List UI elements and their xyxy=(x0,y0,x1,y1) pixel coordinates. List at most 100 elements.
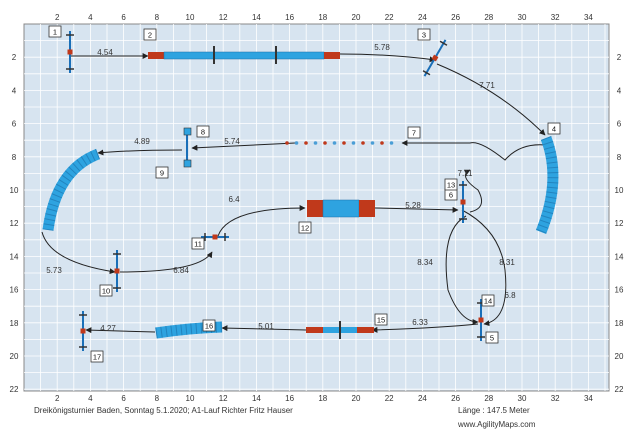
x-tick-top: 34 xyxy=(584,13,593,22)
x-tick-top: 24 xyxy=(418,13,427,22)
number-box-text: 1 xyxy=(53,28,57,37)
y-tick-left: 6 xyxy=(12,120,17,129)
obstacle-number-box: 6 xyxy=(444,188,458,201)
tire-post xyxy=(183,127,192,136)
weave-pole xyxy=(351,141,356,145)
x-tick-top: 2 xyxy=(55,13,60,22)
y-tick-right: 20 xyxy=(615,352,624,361)
obstacle-number-box: 7 xyxy=(407,126,421,139)
jump-wing xyxy=(439,40,448,46)
path-segment xyxy=(85,327,156,334)
x-tick-bottom: 6 xyxy=(121,394,126,403)
obstacle-number-box: 1 xyxy=(48,25,62,38)
number-box-frame xyxy=(298,221,312,234)
x-tick-bottom: 12 xyxy=(219,394,228,403)
obstacle-jump-1 xyxy=(66,31,74,73)
seesaw-contact-left xyxy=(306,327,323,333)
obstacle-jump-11 xyxy=(201,233,229,241)
obstacle-jump-10 xyxy=(113,250,121,292)
number-box-frame xyxy=(202,319,216,332)
distance-label: 6.8 xyxy=(504,291,516,300)
x-tick-top: 6 xyxy=(121,13,126,22)
path-segment xyxy=(371,323,479,333)
path-segment xyxy=(191,142,296,151)
number-box-text: 17 xyxy=(93,353,101,362)
jump-center xyxy=(80,328,86,334)
path-segment xyxy=(119,251,213,273)
footer-website: www.AgilityMaps.com xyxy=(458,420,536,429)
x-tick-bottom: 18 xyxy=(318,394,327,403)
x-tick-top: 14 xyxy=(252,13,261,22)
x-tick-bottom: 30 xyxy=(518,394,527,403)
y-tick-right: 22 xyxy=(615,385,624,394)
x-tick-bottom: 10 xyxy=(186,394,195,403)
x-tick-bottom: 2 xyxy=(55,394,60,403)
x-tick-bottom: 16 xyxy=(285,394,294,403)
obstacle-number-box: 14 xyxy=(481,294,495,307)
dogwalk-plank xyxy=(163,51,325,60)
number-box-frame xyxy=(444,178,458,191)
number-box-frame xyxy=(485,331,499,344)
number-box-text: 5 xyxy=(490,334,494,343)
distance-label: 5.74 xyxy=(224,137,240,146)
distance-label: 6.33 xyxy=(412,318,428,327)
tire-post xyxy=(183,159,192,168)
tunnel-16-ribs xyxy=(155,321,223,339)
path-segment xyxy=(374,206,459,213)
x-tick-top: 16 xyxy=(285,13,294,22)
distance-label: 7.11 xyxy=(458,169,474,178)
number-box-frame xyxy=(191,237,205,250)
x-tick-top: 4 xyxy=(88,13,93,22)
x-tick-bottom: 24 xyxy=(418,394,427,403)
x-tick-top: 8 xyxy=(155,13,160,22)
obstacle-number-box: 12 xyxy=(298,221,312,234)
obstacle-number-box: 2 xyxy=(143,28,157,41)
obstacles xyxy=(42,31,559,351)
seesaw-contact-right xyxy=(357,327,374,333)
x-tick-bottom: 4 xyxy=(88,394,93,403)
x-tick-bottom: 32 xyxy=(551,394,560,403)
number-box-text: 11 xyxy=(194,240,202,249)
x-tick-bottom: 14 xyxy=(252,394,261,403)
distance-label: 6.84 xyxy=(173,266,189,275)
x-tick-top: 32 xyxy=(551,13,560,22)
x-tick-bottom: 22 xyxy=(385,394,394,403)
distance-label: 5.78 xyxy=(374,43,390,52)
weave-pole xyxy=(370,141,375,145)
obstacle-jump-3 xyxy=(422,39,448,77)
number-box-text: 12 xyxy=(301,224,309,233)
weave-pole xyxy=(285,141,289,145)
number-box-frame xyxy=(155,166,169,179)
jump-center xyxy=(67,49,73,55)
dogwalk-ramp-down xyxy=(324,52,340,59)
x-tick-top: 18 xyxy=(318,13,327,22)
y-tick-left: 12 xyxy=(10,219,19,228)
distance-label: 5.28 xyxy=(405,201,421,210)
distance-label: 8.31 xyxy=(499,258,515,267)
y-tick-right: 8 xyxy=(617,153,622,162)
x-tick-top: 22 xyxy=(385,13,394,22)
number-box-frame xyxy=(417,28,431,41)
path-segment xyxy=(97,149,183,156)
obstacle-number-box: 8 xyxy=(196,125,210,138)
obstacle-number-box: 10 xyxy=(99,284,113,297)
dogwalk-ramp-up xyxy=(148,52,164,59)
weave-pole xyxy=(389,141,394,145)
obstacle-number-box: 11 xyxy=(191,237,205,250)
tunnel-4-ribs xyxy=(535,136,559,235)
y-tick-right: 12 xyxy=(615,219,624,228)
y-tick-left: 14 xyxy=(10,252,19,261)
number-box-text: 16 xyxy=(205,322,213,331)
y-tick-right: 6 xyxy=(617,120,622,129)
number-box-text: 2 xyxy=(148,31,152,40)
path-segment xyxy=(221,325,307,332)
distance-label: 4.54 xyxy=(97,48,113,57)
number-box-frame xyxy=(99,284,113,297)
path-segment xyxy=(436,63,546,136)
weave-pole xyxy=(323,141,327,145)
obstacle-number-box: 5 xyxy=(485,331,499,344)
y-tick-left: 16 xyxy=(10,286,19,295)
weave-pole xyxy=(313,141,318,145)
y-tick-left: 8 xyxy=(12,153,17,162)
